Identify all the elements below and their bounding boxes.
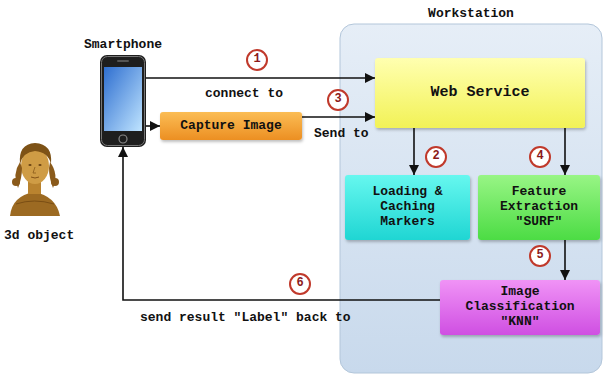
object-label: 3d object — [4, 226, 74, 244]
node-label: Image Classification — [446, 285, 594, 315]
connector-arrow — [413, 128, 415, 175]
connector-arrow — [146, 77, 375, 79]
callout-circle: 3 — [327, 89, 349, 111]
node-label: "KNN" — [500, 315, 539, 330]
edge-label-holder: send result "Label" back to — [140, 308, 351, 326]
node-heading: Workstation — [428, 7, 514, 22]
callout-circle: 2 — [425, 146, 447, 168]
service-box: Web Service — [375, 58, 585, 128]
callout-number: 6 — [296, 277, 303, 291]
callout-number: 4 — [536, 150, 543, 164]
node-label: Loading & Caching Markers — [351, 185, 464, 230]
process-box: Capture Image — [160, 112, 302, 140]
node-label: Capture Image — [180, 119, 281, 134]
process-box: Feature Extraction"SURF" — [478, 175, 600, 240]
edge-label-holder: connect to — [205, 84, 283, 102]
node-label: Feature Extraction — [484, 185, 594, 215]
callout-circle: 5 — [529, 245, 551, 267]
callout-number: 5 — [536, 249, 543, 263]
node-label: Web Service — [430, 84, 529, 101]
edge-label: Send to — [314, 126, 369, 141]
bust-illustration — [10, 143, 60, 216]
connector-arrow — [146, 125, 160, 127]
workstation-panel: WorkstationWeb ServiceLoading & Caching … — [340, 24, 602, 373]
edge-label-holder: Send to — [314, 124, 369, 142]
node-label: "SURF" — [516, 215, 563, 230]
callout-number: 1 — [253, 53, 260, 67]
edge-label: send result "Label" back to — [140, 310, 351, 325]
smartphone-icon — [100, 55, 146, 147]
connector-arrow — [564, 128, 566, 175]
process-box: Image Classification"KNN" — [440, 280, 600, 335]
callout-number: 2 — [432, 150, 439, 164]
callout-circle: 1 — [246, 49, 268, 71]
callout-number: 3 — [334, 93, 341, 107]
object-name: 3d object — [4, 228, 74, 243]
smartphone-node: Smartphone — [100, 55, 146, 147]
workstation-background — [340, 24, 602, 373]
node-heading: Smartphone — [84, 38, 162, 53]
edge-label: connect to — [205, 86, 283, 101]
connector-arrow — [302, 116, 375, 118]
callout-circle: 4 — [529, 146, 551, 168]
connector-arrow — [564, 240, 566, 280]
callout-circle: 6 — [289, 273, 311, 295]
process-box: Loading & Caching Markers — [345, 175, 470, 240]
